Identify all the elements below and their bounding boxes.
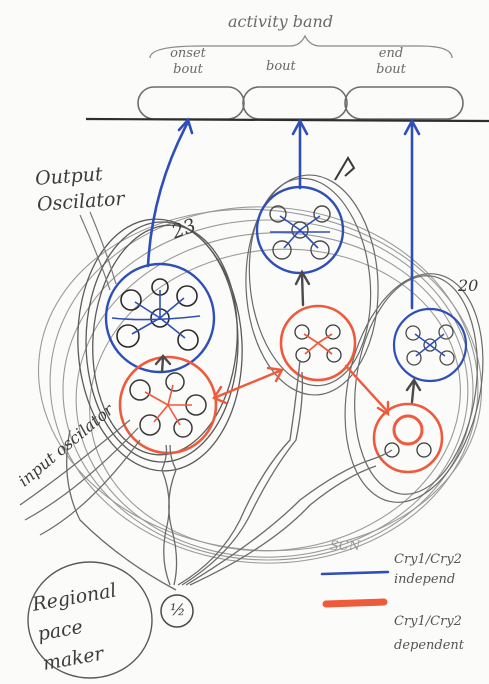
bout-oval-onset [138,87,244,119]
module-left-outline [72,215,249,475]
bout-label-middle: bout [266,60,296,73]
fraction-label: ½ [170,602,186,618]
bout-oval-middle [243,87,347,119]
legend-blue-line [322,572,388,574]
bout-label-onset: onset bout [158,46,218,78]
bout-label-end: end bout [366,46,416,78]
regional-pacemaker-label: Regional pace maker [30,571,154,679]
blue-oscillator-right [394,309,466,381]
blue-oscillator-left [106,264,214,372]
red-oscillator-middle [281,306,355,380]
red-oscillator-right [374,404,442,472]
legend-red-line [326,602,384,604]
legend-blue-label: Cry1/Cry2 independ [394,550,480,590]
module-middle-outline [239,172,381,397]
scn-label: SCN [330,540,360,553]
activity-band-title: activity band [228,14,333,30]
blue-oscillator-middle [257,187,343,273]
bout-oval-end [345,87,463,119]
input-squiggles [67,360,392,590]
legend-red-label: Cry1/Cry2 dependent [394,610,480,658]
scribble-mark [335,158,354,180]
number-right: 20 [458,278,478,294]
output-oscillator-label: Output Oscilator [34,158,147,218]
